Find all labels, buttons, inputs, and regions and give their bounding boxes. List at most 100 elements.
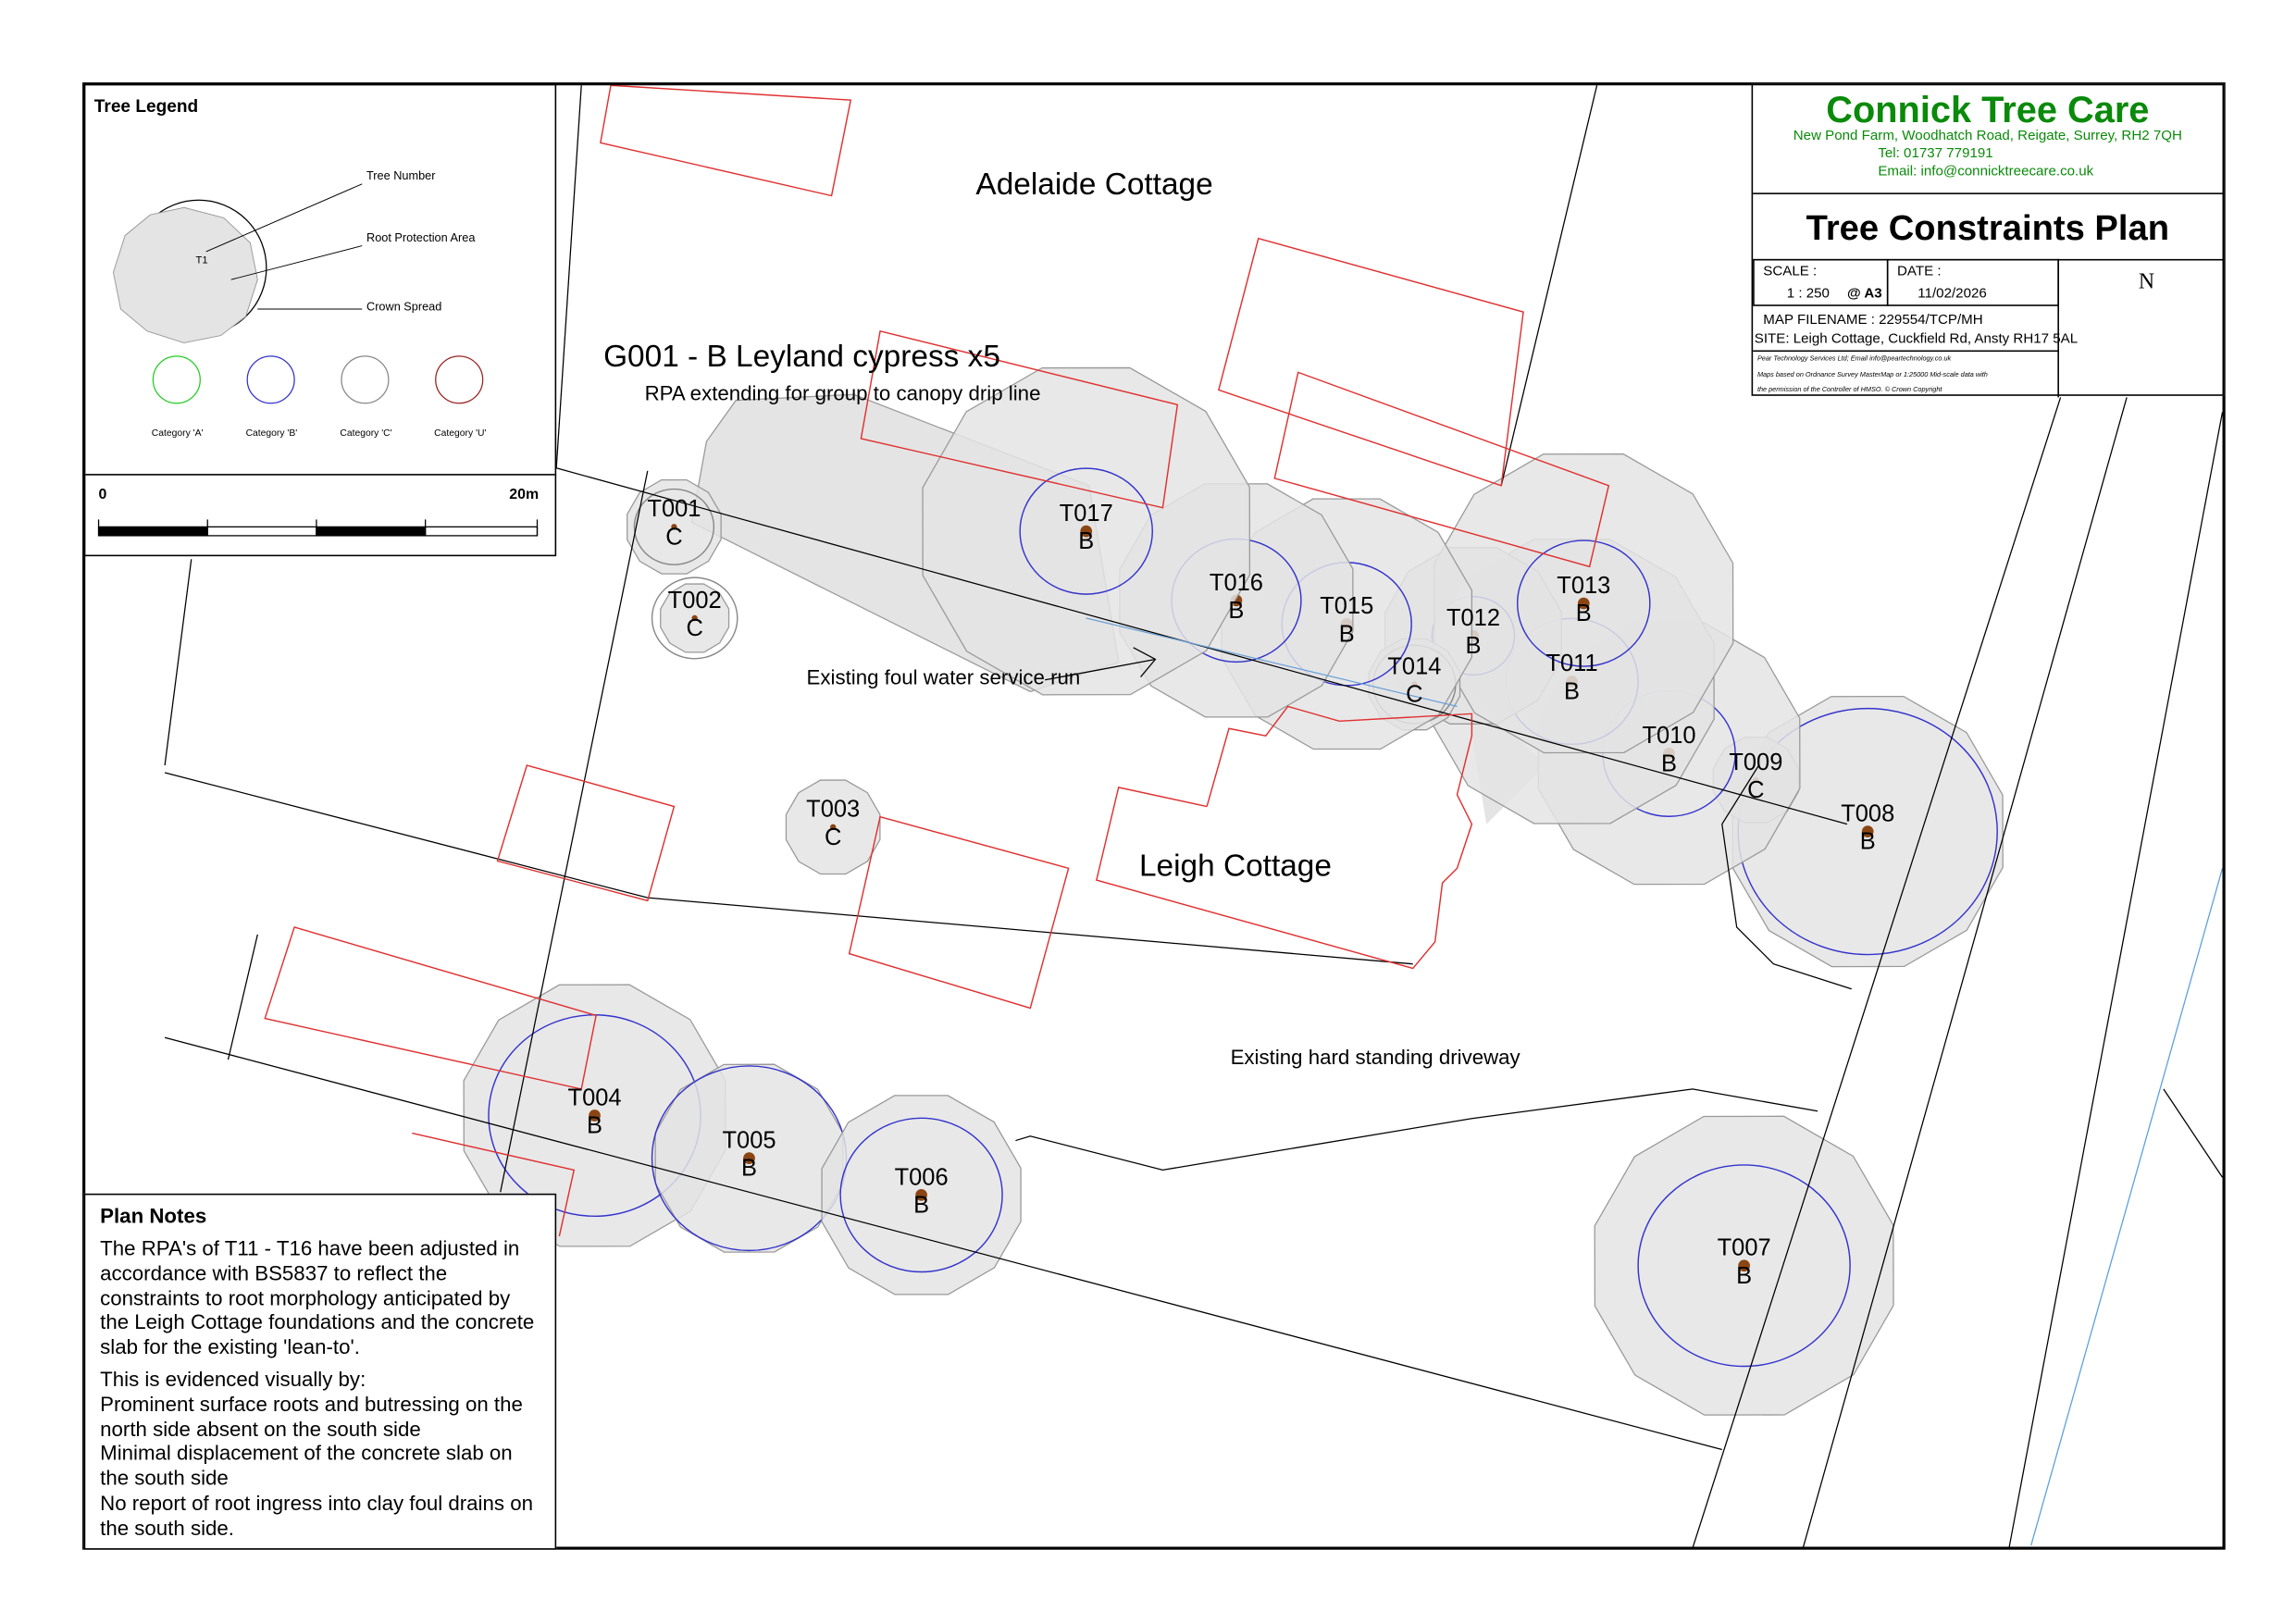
tree-t003 bbox=[785, 779, 881, 875]
tree-category: B bbox=[1575, 601, 1592, 627]
tree-stem-icon bbox=[1738, 1259, 1750, 1272]
legend-category-a: Category 'A' bbox=[151, 428, 204, 439]
scale-label: SCALE : bbox=[1763, 263, 1818, 280]
tree-category: B bbox=[913, 1193, 930, 1219]
legend-category-b: Category 'B' bbox=[245, 428, 298, 439]
credit-line: the permission of the Controller of HMSO… bbox=[1756, 385, 1942, 393]
buildings bbox=[264, 84, 1610, 1237]
crown-spread bbox=[633, 488, 715, 565]
tree-t007 bbox=[1594, 1115, 1894, 1416]
tree-stem-icon bbox=[1861, 825, 1874, 837]
tree-category: B bbox=[587, 1113, 602, 1139]
date-label: DATE : bbox=[1897, 263, 1942, 280]
tree-number: T010 bbox=[1642, 724, 1696, 750]
tree-number: T017 bbox=[1059, 502, 1113, 527]
tree-number: T015 bbox=[1320, 594, 1374, 620]
crown-spread bbox=[1019, 467, 1153, 595]
credit-line: Pear Technology Services Ltd; Email info… bbox=[1756, 354, 1952, 363]
tree-t001 bbox=[627, 478, 722, 575]
plan-notes-paragraph: The RPA's of T11 - T16 have been adjuste… bbox=[100, 1235, 535, 1359]
tree-category: B bbox=[1338, 622, 1355, 648]
tree-stem-icon bbox=[589, 1110, 601, 1122]
tree-category: B bbox=[1736, 1264, 1753, 1290]
foul-water-label: Existing foul water service run bbox=[806, 664, 1081, 689]
tree-stem-icon bbox=[1080, 525, 1093, 538]
tree-category: B bbox=[741, 1157, 757, 1183]
crown-spread bbox=[651, 576, 738, 660]
legend-category-c: Category 'C' bbox=[340, 428, 392, 439]
tree-category: B bbox=[1564, 679, 1581, 705]
tree-category: B bbox=[1228, 599, 1245, 625]
tree-stem-icon bbox=[691, 614, 698, 622]
legend-crown-spread: Crown Spread bbox=[366, 300, 442, 314]
category-c-swatch bbox=[341, 355, 390, 404]
tree-stem-icon bbox=[743, 1152, 755, 1165]
company-address: New Pond Farm, Woodhatch Road, Reigate, … bbox=[1793, 128, 2182, 144]
tree-category: B bbox=[1465, 634, 1482, 660]
scale-bar-end: 20m bbox=[509, 487, 540, 503]
tree-legend: Tree Legend T1 Tree Number Root Protecti… bbox=[83, 83, 557, 557]
paper-size: @ A3 bbox=[1846, 285, 1882, 303]
plan-title: Tree Constraints Plan bbox=[1806, 208, 2170, 249]
group-subtitle-label: RPA extending for group to canopy drip l… bbox=[644, 380, 1041, 405]
legend-sample-tree: T1 bbox=[195, 255, 208, 267]
plan-notes-paragraph: No report of root ingress into clay foul… bbox=[100, 1491, 533, 1540]
tree-t017 bbox=[922, 366, 1251, 696]
tree-number: T009 bbox=[1729, 750, 1783, 776]
tree-number: T007 bbox=[1717, 1235, 1771, 1261]
legend-divider bbox=[85, 474, 555, 476]
tree-category: B bbox=[1661, 751, 1677, 777]
tree-stem-icon bbox=[915, 1189, 927, 1201]
scale-cell: SCALE : 1 : 250 @ A3 bbox=[1753, 258, 1889, 306]
crown-spread bbox=[1637, 1164, 1851, 1368]
legend-tree-number: Tree Number bbox=[366, 168, 436, 183]
plan-notes-paragraph: This is evidenced visually by: bbox=[100, 1367, 366, 1391]
company-name: Connick Tree Care bbox=[1826, 90, 2150, 131]
page-frame bbox=[82, 82, 2226, 1550]
legend-graphics bbox=[97, 183, 539, 537]
tree-number: T013 bbox=[1557, 574, 1611, 600]
tree-number: T003 bbox=[806, 797, 861, 824]
leigh-cottage-label: Leigh Cottage bbox=[1138, 849, 1332, 884]
date-value: 11/02/2026 bbox=[1917, 285, 1987, 303]
company-email: Email: info@connicktreecare.co.uk bbox=[1878, 163, 2094, 180]
tree-number: T008 bbox=[1841, 801, 1895, 827]
scale-bar-start: 0 bbox=[98, 487, 107, 503]
tree-number: T016 bbox=[1209, 571, 1263, 597]
tree-category: B bbox=[1078, 529, 1095, 555]
tree-category: C bbox=[665, 525, 683, 551]
north-label: N bbox=[2138, 270, 2155, 295]
tree-t002 bbox=[651, 576, 738, 660]
tree-category: C bbox=[1747, 778, 1765, 804]
crown-spread bbox=[1516, 539, 1651, 667]
plan-notes-title: Plan Notes bbox=[100, 1203, 207, 1228]
foul-water-run bbox=[1045, 617, 2224, 1546]
map-filename: MAP FILENAME : 229554/TCP/MH bbox=[1763, 312, 1983, 329]
tree-t006 bbox=[821, 1095, 1022, 1295]
company-tel: Tel: 01737 779191 bbox=[1878, 145, 1993, 162]
tree-number: T002 bbox=[667, 589, 722, 614]
legend-rpa: Root Protection Area bbox=[366, 230, 476, 245]
tree-category: B bbox=[1859, 829, 1876, 856]
tree-number: T012 bbox=[1446, 606, 1500, 632]
group-title-label: G001 - B Leyland cypress x5 bbox=[603, 340, 1000, 374]
scale-value: 1 : 250 bbox=[1786, 285, 1830, 303]
arrow-icon bbox=[1045, 658, 1156, 681]
tree-number: T004 bbox=[567, 1085, 622, 1111]
adelaide-cottage-label: Adelaide Cottage bbox=[975, 167, 1213, 202]
plan-notes-paragraph: Minimal displacement of the concrete sla… bbox=[100, 1441, 513, 1490]
tree-number: T001 bbox=[647, 497, 701, 523]
category-b-swatch bbox=[246, 355, 295, 404]
legend-category-u: Category 'U' bbox=[434, 428, 487, 439]
scale-bar bbox=[97, 519, 539, 537]
tree-category: C bbox=[824, 825, 842, 851]
tree-stem-icon bbox=[829, 824, 837, 830]
tree-category: C bbox=[1406, 682, 1423, 708]
title-block: Connick Tree Care New Pond Farm, Woodhat… bbox=[1751, 83, 2225, 398]
tree-number: T011 bbox=[1545, 651, 1598, 677]
category-a-swatch bbox=[152, 355, 201, 404]
legend-title: Tree Legend bbox=[93, 95, 199, 117]
tree-number: T006 bbox=[894, 1165, 949, 1191]
